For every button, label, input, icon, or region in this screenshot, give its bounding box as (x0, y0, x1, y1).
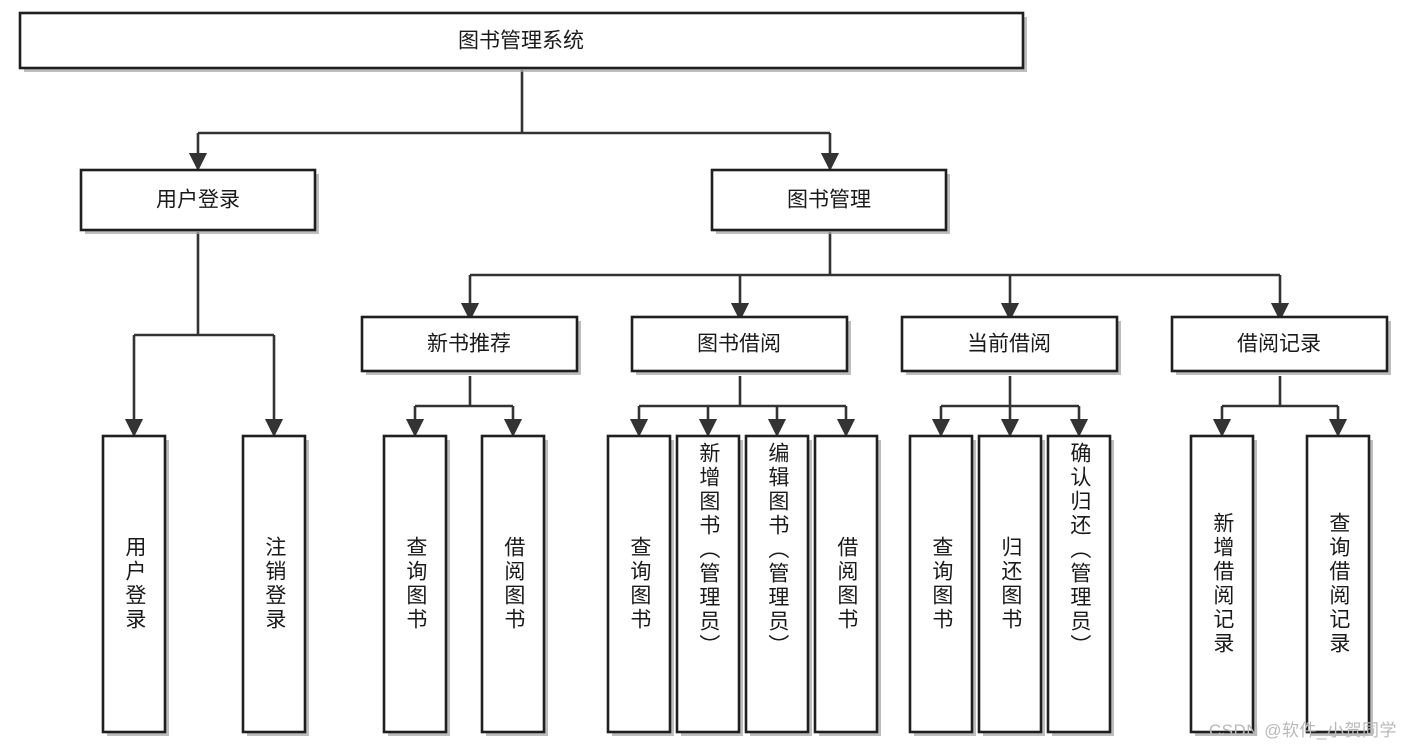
node-borrow-record[interactable]: 借阅记录 (1170, 315, 1391, 375)
leaf-borrow-record-query[interactable] (1305, 434, 1373, 736)
node-current-borrow[interactable]: 当前借阅 (900, 315, 1121, 375)
leaf-new-book-borrow[interactable] (480, 434, 548, 736)
leaf-user-login-login[interactable] (101, 434, 169, 736)
node-book-borrow-label: 图书借阅 (697, 333, 781, 356)
leaf-borrow-record-add[interactable] (1189, 434, 1257, 736)
leaf-book-borrow-edit[interactable] (744, 434, 812, 736)
node-root-label: 图书管理系统 (458, 30, 584, 53)
leaf-current-borrow-confirm[interactable] (1046, 434, 1114, 736)
node-book-management-label: 图书管理 (787, 189, 871, 212)
leaf-current-borrow-query[interactable] (908, 434, 976, 736)
node-book-management[interactable]: 图书管理 (710, 168, 950, 234)
node-current-borrow-label: 当前借阅 (967, 333, 1051, 356)
leaf-current-borrow-return[interactable] (977, 434, 1045, 736)
leaf-new-book-query[interactable] (382, 434, 450, 736)
leaf-user-login-logout[interactable] (241, 434, 309, 736)
watermark-text: CSDN @软件_小贺同学 (1208, 721, 1397, 740)
node-user-login[interactable]: 用户登录 (79, 168, 319, 234)
leaf-book-borrow-query[interactable] (606, 434, 674, 736)
leaf-boxes-layer (101, 434, 1373, 736)
node-user-login-label: 用户登录 (156, 189, 240, 212)
node-new-book-recommend-label: 新书推荐 (427, 333, 511, 356)
node-root[interactable]: 图书管理系统 (18, 11, 1027, 72)
edges-layer (124, 70, 1348, 438)
leaf-book-borrow-borrow[interactable] (813, 434, 881, 736)
node-new-book-recommend[interactable]: 新书推荐 (360, 315, 581, 375)
leaf-book-borrow-add[interactable] (675, 434, 743, 736)
node-book-borrow[interactable]: 图书借阅 (630, 315, 851, 375)
node-borrow-record-label: 借阅记录 (1237, 333, 1321, 356)
